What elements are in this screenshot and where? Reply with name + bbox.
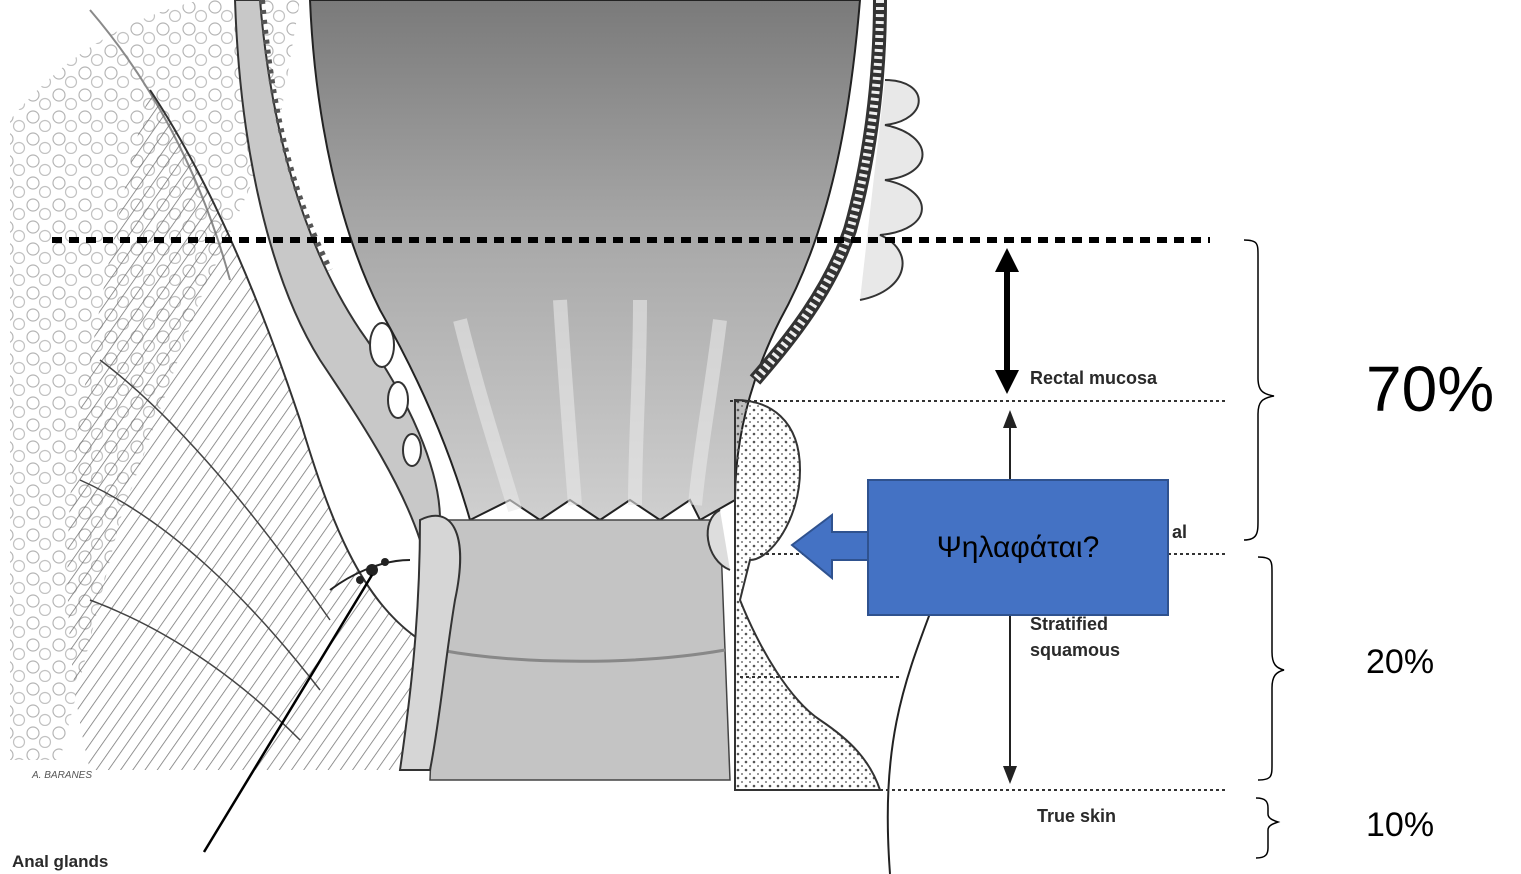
label-rectal-mucosa: Rectal mucosa bbox=[1030, 368, 1157, 389]
label-true-skin: True skin bbox=[1037, 806, 1116, 827]
brace-10 bbox=[1256, 798, 1278, 858]
callout-text: Ψηλαφάται? bbox=[868, 480, 1168, 615]
label-stratified: Stratified bbox=[1030, 614, 1108, 635]
artist-signature: A. BARANES bbox=[32, 770, 92, 781]
label-anal-glands: Anal glands bbox=[12, 852, 108, 872]
brace-20 bbox=[1258, 557, 1284, 780]
label-transitional-fragment: al bbox=[1172, 522, 1187, 543]
label-squamous: squamous bbox=[1030, 640, 1120, 661]
right-nerve-strand bbox=[888, 600, 935, 874]
percent-10: 10% bbox=[1366, 806, 1434, 845]
rectal-mucosa-arrow bbox=[995, 248, 1019, 394]
callout-arrow bbox=[792, 515, 868, 578]
percent-70: 70% bbox=[1366, 352, 1494, 426]
percent-20: 20% bbox=[1366, 643, 1434, 682]
brace-70 bbox=[1244, 240, 1274, 540]
anal-canal bbox=[430, 520, 730, 780]
